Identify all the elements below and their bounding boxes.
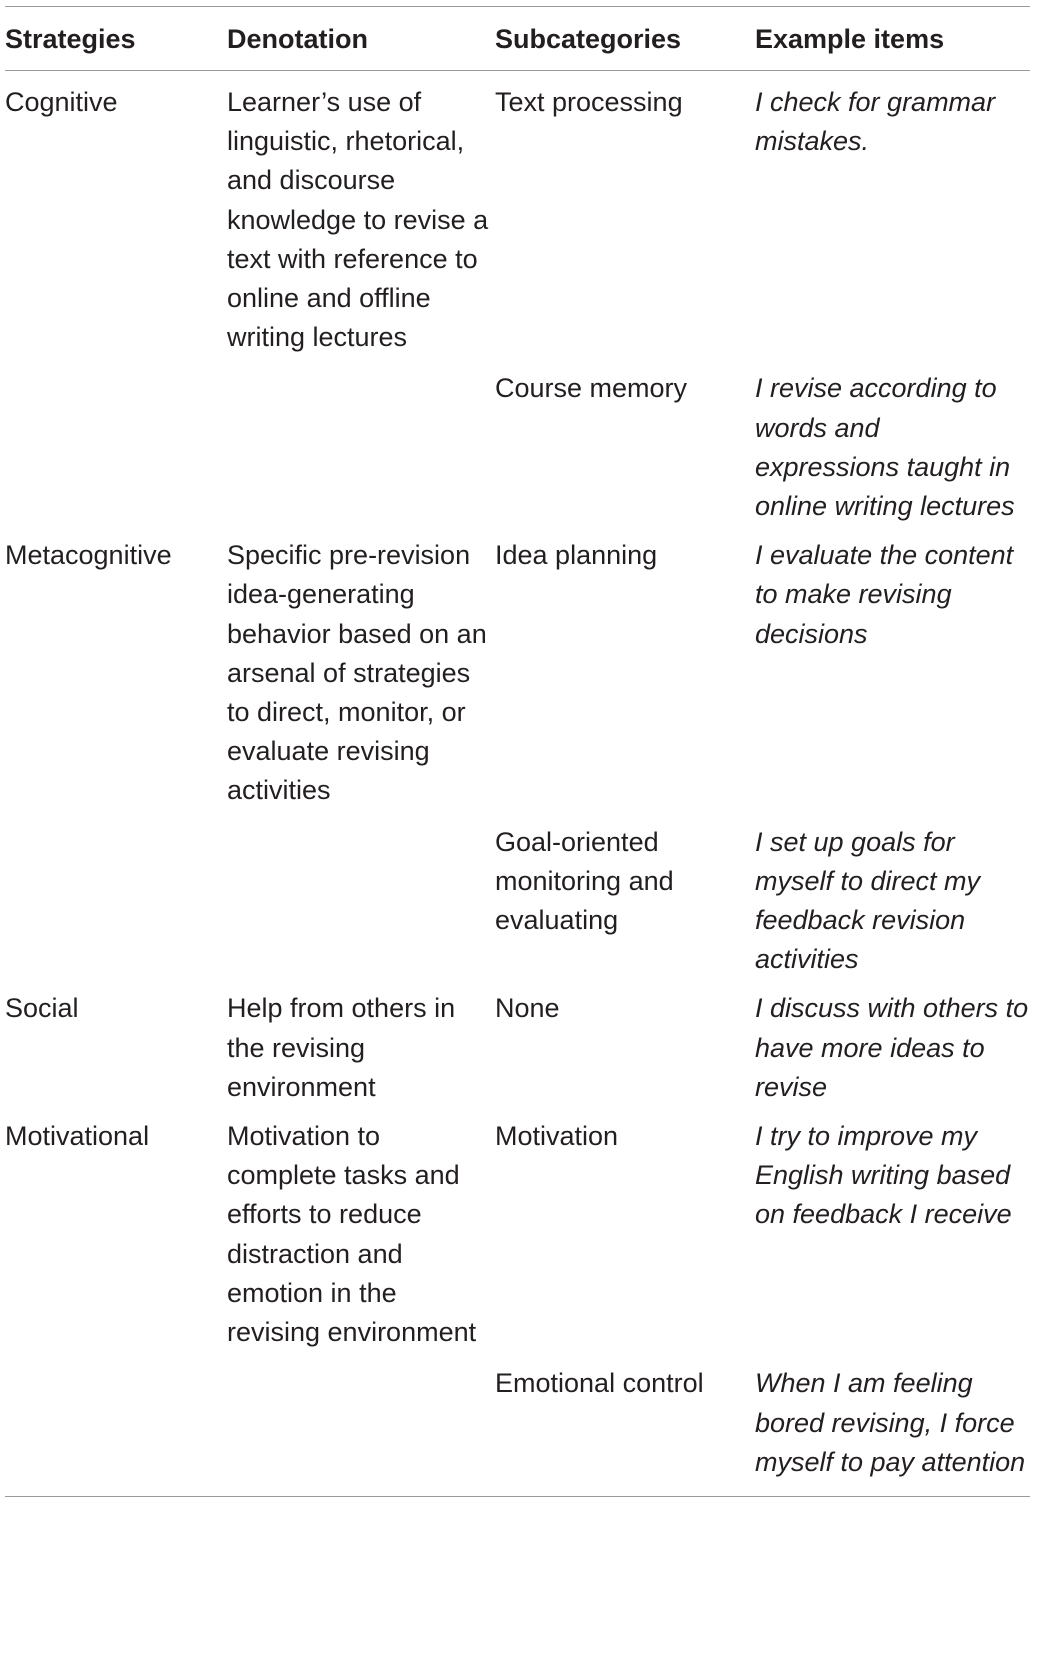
strategies-table: Strategies Denotation Subcategories Exam… <box>5 6 1030 1497</box>
denotation-cell <box>227 815 495 984</box>
header-denotation: Denotation <box>227 6 495 71</box>
subcategory-cell: Text processing <box>495 87 683 117</box>
subcategory-cell: Idea planning <box>495 540 658 571</box>
denotation-cell: Specific pre-revision idea-generating be… <box>227 540 487 806</box>
denotation-cell: Learner’s use of linguistic, rhetorical,… <box>227 87 489 353</box>
strategy-cell: Motivational <box>5 1121 150 1152</box>
example-cell: When I am feeling bored revising, I forc… <box>755 1368 1026 1477</box>
table-body: Cognitive Learner’s use of linguistic, r… <box>5 71 1030 1497</box>
strategy-cell: Metacognitive <box>5 540 172 571</box>
example-cell: I set up goals for myself to direct my f… <box>755 826 981 975</box>
table-row: Course memory I revise according to word… <box>5 361 1030 530</box>
table-row: Social Help from others in the revising … <box>5 983 1030 1111</box>
example-cell: I check for grammar mistakes. <box>755 87 996 157</box>
denotation-cell: Help from others in the revising environ… <box>227 993 456 1102</box>
strategy-cell: Social <box>5 993 79 1024</box>
subcategory-cell: Course memory <box>495 373 688 404</box>
denotation-cell <box>227 1356 495 1496</box>
example-cell: I revise according to words and expressi… <box>755 373 1015 522</box>
header-row: Strategies Denotation Subcategories Exam… <box>5 6 1030 71</box>
header-subcategories: Subcategories <box>495 6 755 71</box>
strategy-cell <box>5 1356 227 1496</box>
subcategory-cell: None <box>495 993 560 1024</box>
denotation-cell: Motivation to complete tasks and efforts… <box>227 1121 477 1348</box>
table-header: Strategies Denotation Subcategories Exam… <box>5 6 1030 71</box>
strategy-cell <box>5 361 227 530</box>
strategy-cell: Cognitive <box>5 87 118 117</box>
denotation-cell <box>227 361 495 530</box>
strategy-cell <box>5 815 227 984</box>
header-strategies: Strategies <box>5 6 227 71</box>
example-cell: I try to improve my English writing base… <box>755 1121 1012 1230</box>
subcategory-cell: Emotional control <box>495 1368 704 1399</box>
table-row: Goal-oriented monitoring and evaluating … <box>5 815 1030 984</box>
header-example-items: Example items <box>755 6 1030 71</box>
table-row: Motivational Motivation to complete task… <box>5 1111 1030 1356</box>
example-cell: I discuss with others to have more ideas… <box>755 993 1029 1102</box>
subcategory-cell: Motivation <box>495 1121 619 1152</box>
table-row: Metacognitive Specific pre-revision idea… <box>5 530 1030 814</box>
subcategory-cell: Goal-oriented monitoring and evaluating <box>495 826 674 936</box>
table-row: Emotional control When I am feeling bore… <box>5 1356 1030 1496</box>
table-row: Cognitive Learner’s use of linguistic, r… <box>5 71 1030 362</box>
example-cell: I evaluate the content to make revising … <box>755 540 1014 649</box>
